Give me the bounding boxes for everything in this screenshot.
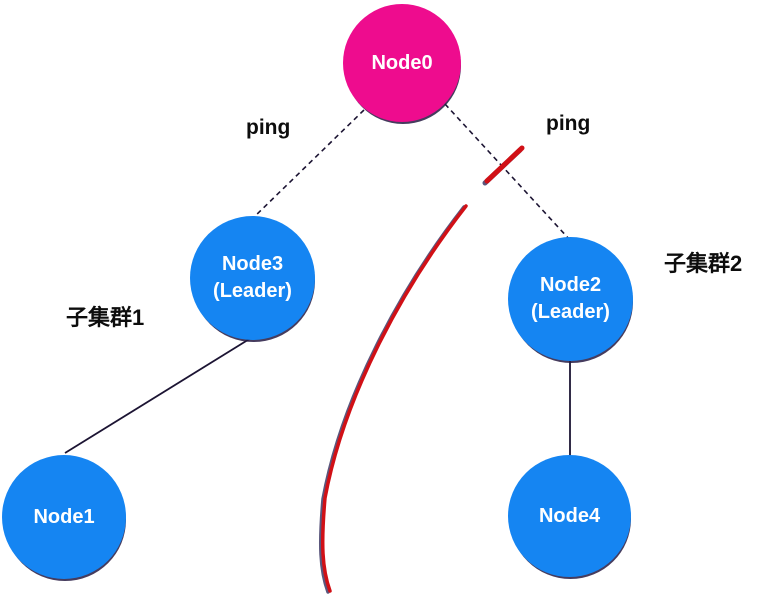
- node-node4: Node4: [508, 455, 631, 577]
- node-node3-leader: Node3 (Leader): [190, 216, 315, 340]
- node4-label: Node4: [538, 504, 601, 527]
- edge-node0-node3-dashed: [251, 109, 365, 220]
- node2-label: Node2: [539, 274, 602, 296]
- edge-node3-node1: [64, 337, 252, 454]
- subcluster1-label: 子集群1: [66, 305, 145, 330]
- node3-role-label: (Leader): [213, 280, 292, 302]
- broken-link-slash-icon: [484, 145, 525, 184]
- node1-label: Node1: [33, 505, 95, 528]
- node3-label: Node3: [221, 253, 284, 275]
- node2-role-label: (Leader): [531, 301, 610, 323]
- network-partition-curve: [320, 204, 468, 593]
- ping-label-right: ping: [546, 112, 591, 135]
- node-node0: Node0: [343, 4, 461, 122]
- subcluster2-label: 子集群2: [664, 251, 743, 276]
- node-node1: Node1: [2, 455, 126, 579]
- edge-node0-node2-dashed: [444, 103, 571, 241]
- ping-label-left: ping: [246, 116, 291, 139]
- node0-label: Node0: [371, 51, 433, 74]
- node-node2-leader: Node2 (Leader): [508, 237, 633, 361]
